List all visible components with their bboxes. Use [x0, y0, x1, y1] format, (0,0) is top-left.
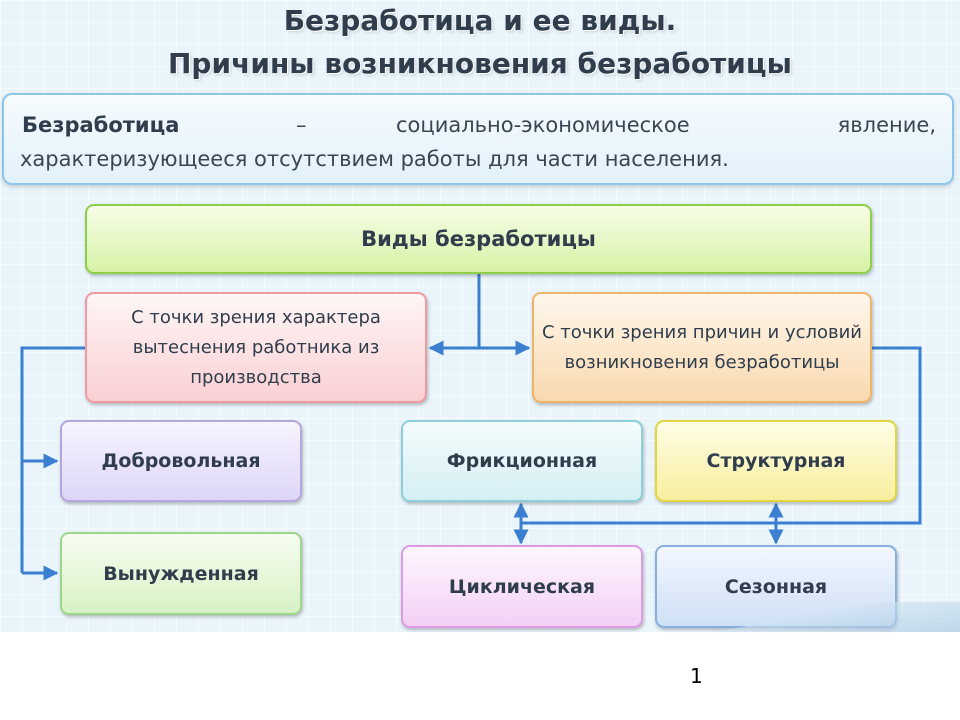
definition-word1: социально-экономическое	[396, 113, 690, 137]
page-number: 1	[690, 664, 703, 688]
definition-word2: явление,	[837, 113, 936, 137]
types-header-box: Виды безработицы	[85, 204, 872, 274]
branch-causes-box: С точки зрения причин и условий возникно…	[532, 292, 872, 403]
slide: Безработица и ее виды. Причины возникнов…	[0, 0, 960, 632]
type-frictional-box: Фрикционная	[401, 420, 643, 502]
type-voluntary-box: Добровольная	[60, 420, 302, 502]
connector-right-bracket	[521, 346, 922, 525]
connector-left-bracket	[20, 346, 85, 573]
type-cyclical-box: Циклическая	[401, 545, 643, 628]
definition-box: Безработица – социально-экономическое яв…	[2, 93, 954, 185]
slide-title-line1: Безработица и ее виды.	[283, 4, 677, 37]
type-seasonal-box: Сезонная	[655, 545, 897, 628]
definition-dash: –	[296, 113, 307, 137]
slide-title-line2: Причины возникновения безработицы	[168, 47, 792, 80]
connector-lines	[20, 274, 922, 581]
definition-term: Безработица	[22, 113, 180, 137]
definition-line2: характеризующееся отсутствием работы для…	[20, 147, 729, 171]
type-structural-box: Структурная	[655, 420, 897, 502]
type-forced-box: Вынужденная	[60, 532, 302, 615]
branch-displacement-box: С точки зрения характера вытеснения рабо…	[85, 292, 427, 403]
